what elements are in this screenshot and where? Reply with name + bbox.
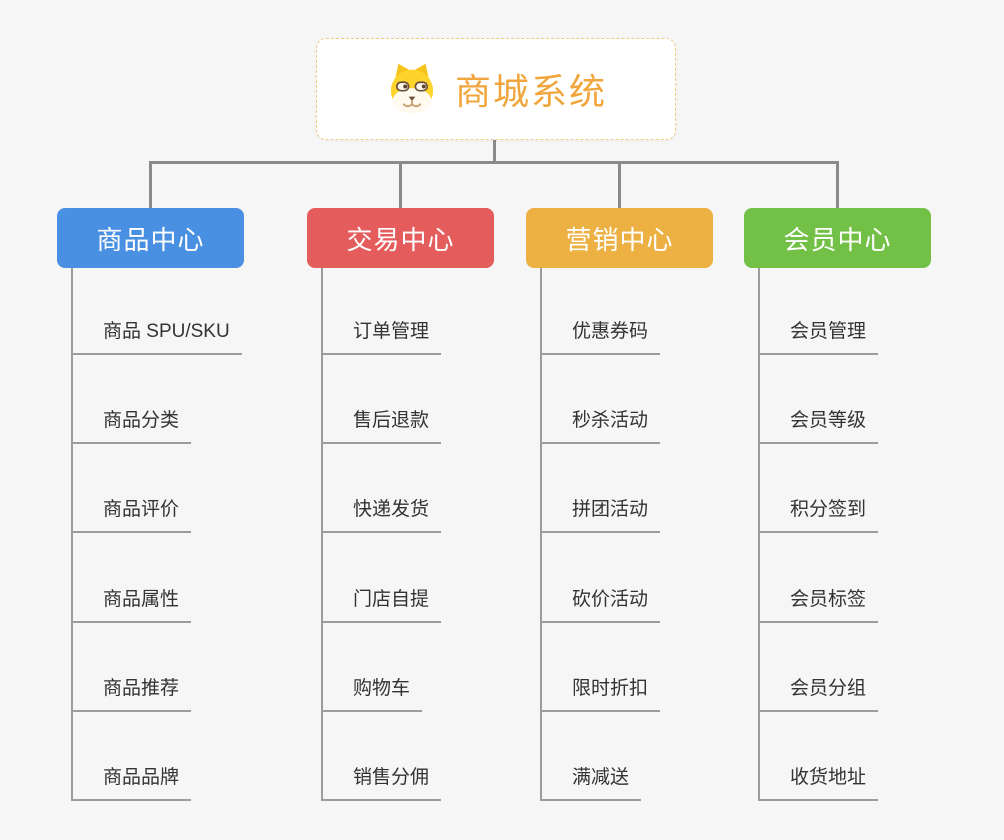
branch-trunk bbox=[540, 268, 542, 801]
connector-drop-trade bbox=[399, 161, 402, 208]
leaf-node[interactable]: 门店自提 bbox=[321, 587, 442, 623]
branch-column-product: 商品中心 商品 SPU/SKU 商品分类 商品评价 商品属性 商品推荐 商品品牌 bbox=[57, 208, 317, 808]
connector-root-trunk bbox=[493, 140, 496, 163]
branch-trunk bbox=[321, 268, 323, 801]
leaf-node[interactable]: 限时折扣 bbox=[540, 676, 661, 712]
connector-bus bbox=[149, 161, 839, 164]
branch-node-marketing[interactable]: 营销中心 bbox=[526, 208, 713, 268]
branch-column-trade: 交易中心 订单管理 售后退款 快递发货 门店自提 购物车 销售分佣 bbox=[307, 208, 567, 808]
dog-icon bbox=[390, 63, 434, 114]
leaf-node[interactable]: 秒杀活动 bbox=[540, 408, 661, 444]
leaf-node[interactable]: 商品属性 bbox=[71, 587, 192, 623]
leaf-node[interactable]: 砍价活动 bbox=[540, 587, 661, 623]
root-node[interactable]: 商城系统 bbox=[316, 38, 676, 140]
branch-node-member[interactable]: 会员中心 bbox=[744, 208, 931, 268]
branch-label: 营销中心 bbox=[565, 224, 674, 255]
leaf-node[interactable]: 售后退款 bbox=[321, 408, 442, 444]
branch-trunk bbox=[71, 268, 73, 801]
leaf-node[interactable]: 快递发货 bbox=[321, 497, 442, 533]
leaf-node[interactable]: 销售分佣 bbox=[321, 765, 442, 801]
leaf-node[interactable]: 满减送 bbox=[540, 765, 642, 801]
leaf-node[interactable]: 积分签到 bbox=[758, 497, 879, 533]
leaf-node[interactable]: 会员标签 bbox=[758, 587, 879, 623]
leaf-node[interactable]: 商品推荐 bbox=[71, 676, 192, 712]
branch-node-product[interactable]: 商品中心 bbox=[57, 208, 244, 268]
connector-drop-member bbox=[836, 161, 839, 208]
branch-label: 会员中心 bbox=[783, 224, 892, 255]
leaf-node[interactable]: 商品评价 bbox=[71, 497, 192, 533]
leaf-node[interactable]: 优惠券码 bbox=[540, 319, 661, 355]
connector-drop-product bbox=[149, 161, 152, 208]
branch-node-trade[interactable]: 交易中心 bbox=[307, 208, 494, 268]
branch-label: 商品中心 bbox=[96, 224, 205, 255]
leaf-node[interactable]: 会员分组 bbox=[758, 676, 879, 712]
leaf-node[interactable]: 会员管理 bbox=[758, 319, 879, 355]
leaf-node[interactable]: 购物车 bbox=[321, 676, 423, 712]
branch-column-member: 会员中心 会员管理 会员等级 积分签到 会员标签 会员分组 收货地址 bbox=[744, 208, 1004, 808]
leaf-node[interactable]: 拼团活动 bbox=[540, 497, 661, 533]
branch-trunk bbox=[758, 268, 760, 801]
leaf-node[interactable]: 收货地址 bbox=[758, 765, 879, 801]
branch-column-marketing: 营销中心 优惠券码 秒杀活动 拼团活动 砍价活动 限时折扣 满减送 bbox=[526, 208, 786, 808]
leaf-node[interactable]: 订单管理 bbox=[321, 319, 442, 355]
leaf-node[interactable]: 商品品牌 bbox=[71, 765, 192, 801]
leaf-node[interactable]: 会员等级 bbox=[758, 408, 879, 444]
branch-label: 交易中心 bbox=[346, 224, 455, 255]
leaf-node[interactable]: 商品 SPU/SKU bbox=[71, 319, 242, 355]
connector-drop-marketing bbox=[618, 161, 621, 208]
leaf-node[interactable]: 商品分类 bbox=[71, 408, 192, 444]
root-title: 商城系统 bbox=[454, 71, 607, 112]
